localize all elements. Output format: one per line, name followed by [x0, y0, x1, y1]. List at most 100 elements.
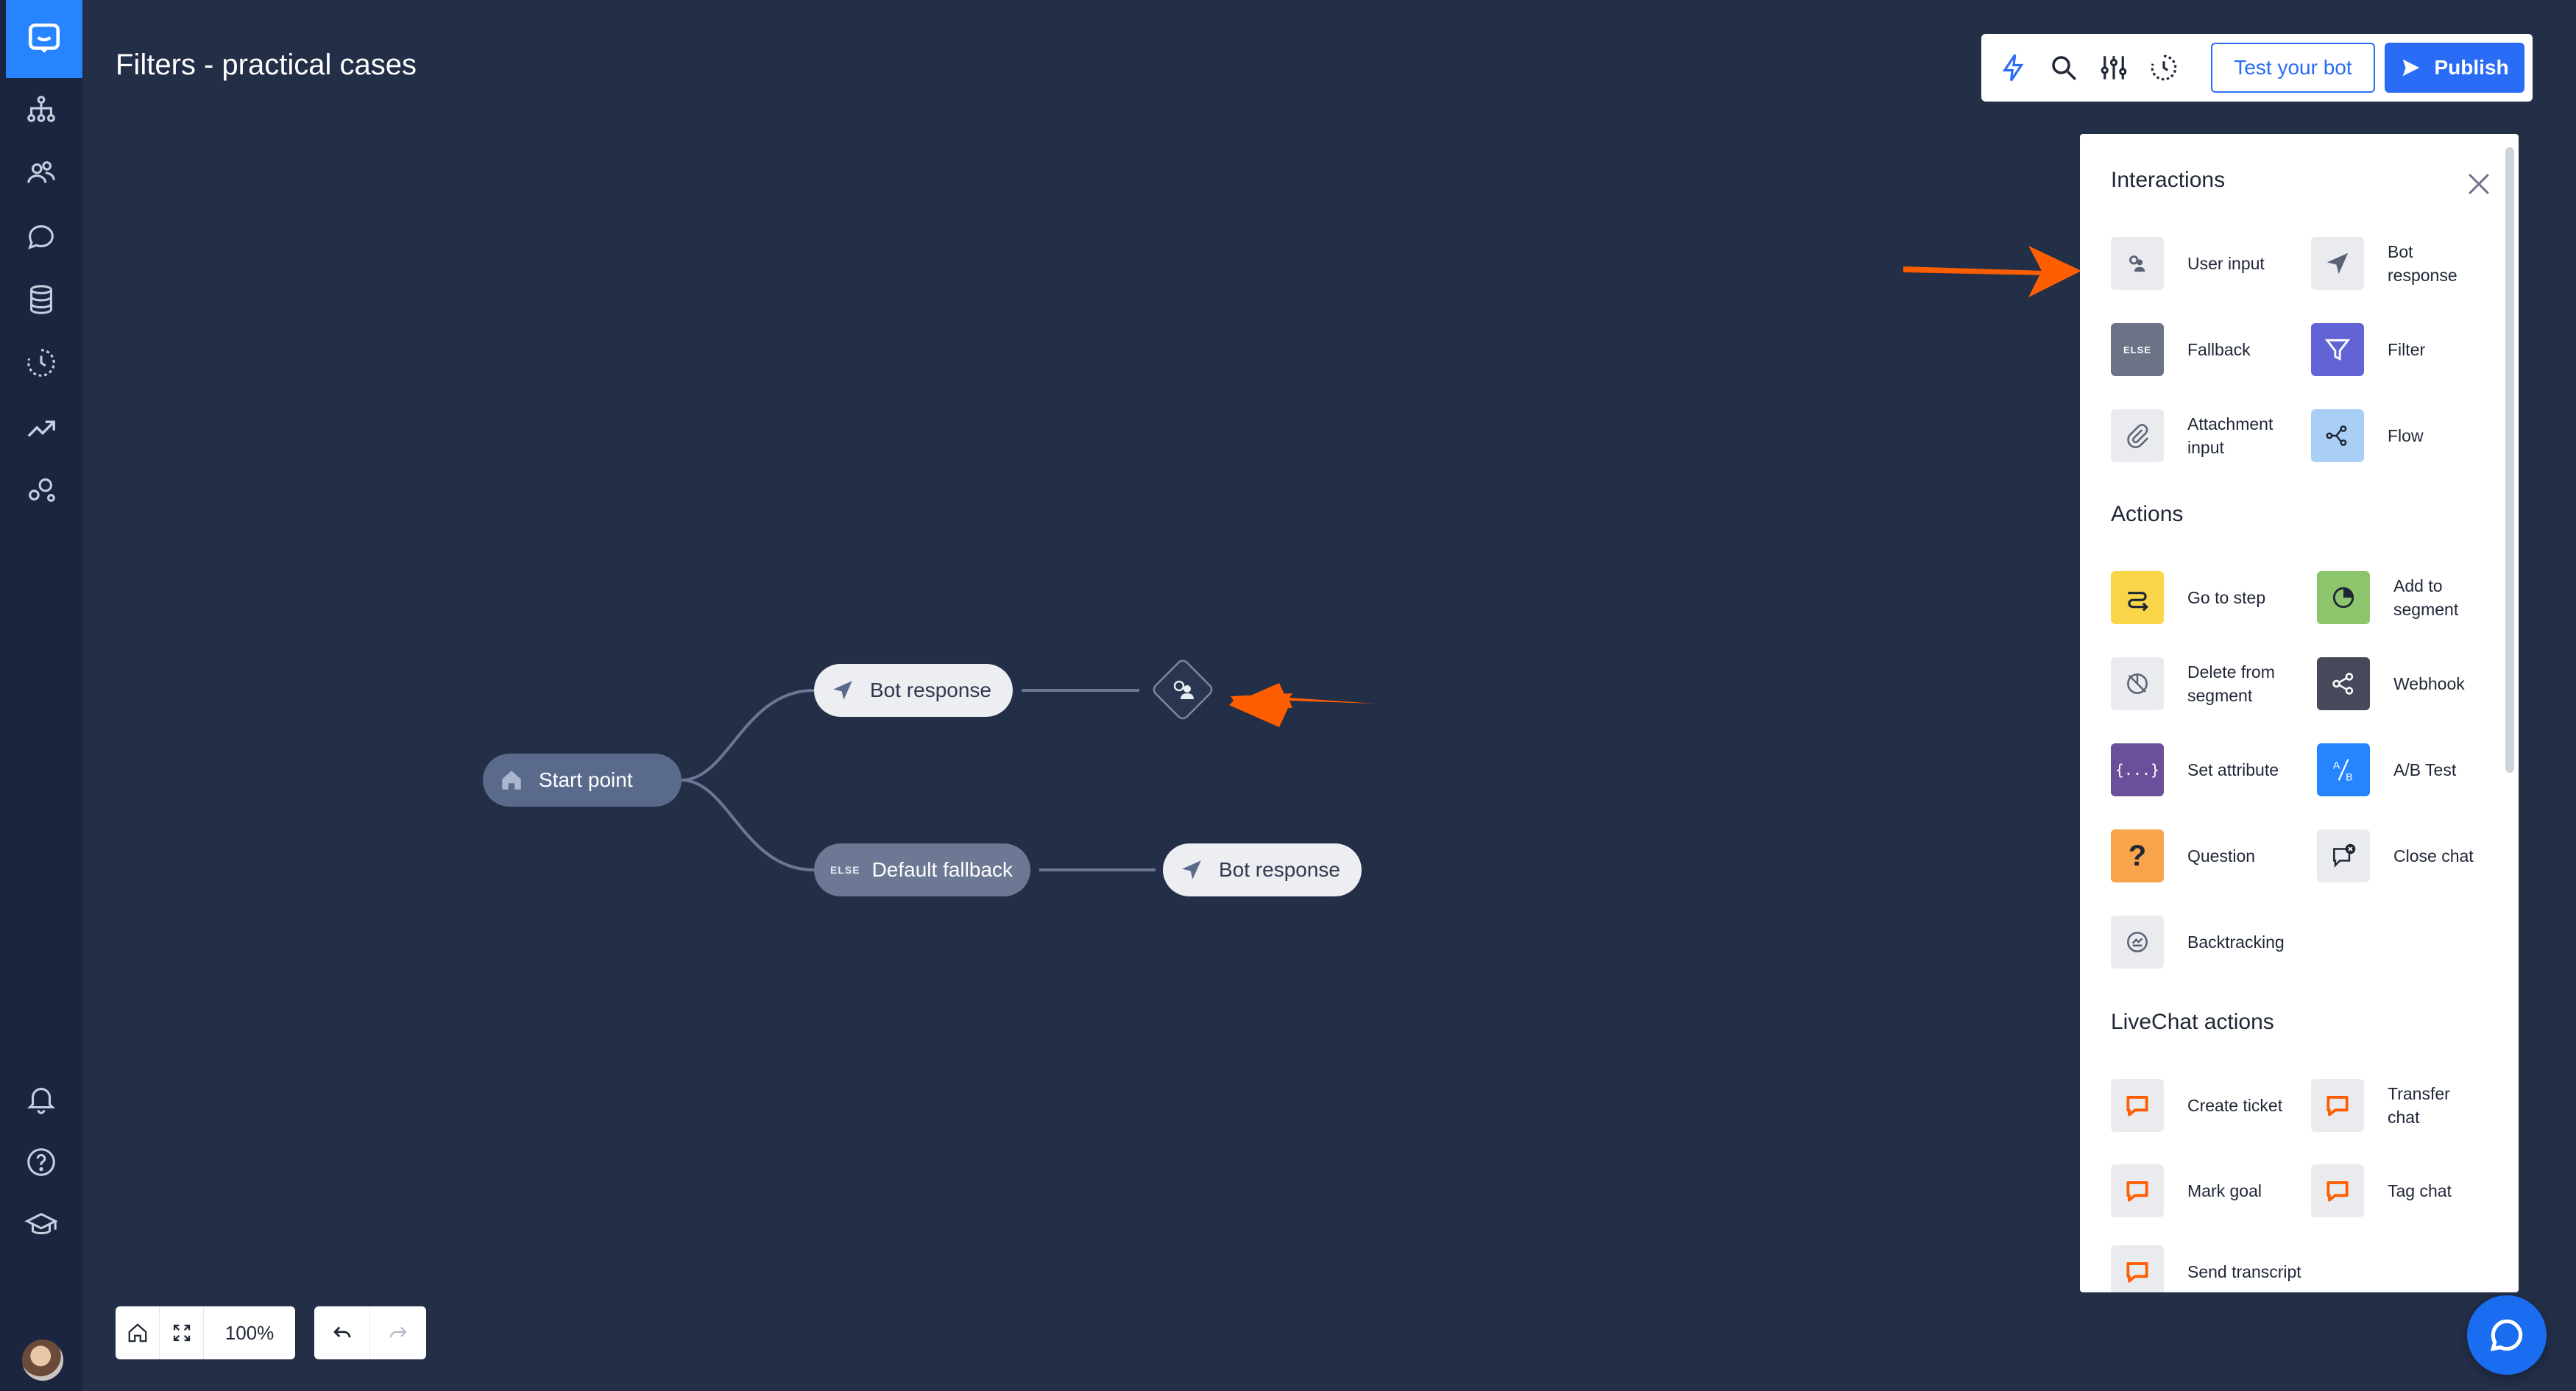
chat-bubble-icon[interactable] — [23, 218, 60, 255]
item-label: Tag chat — [2388, 1181, 2452, 1200]
item-label: Transfer chat — [2388, 1084, 2450, 1127]
item-label: Filter — [2388, 340, 2426, 359]
item-label: Add to segment — [2393, 576, 2459, 619]
analytics-icon[interactable] — [23, 408, 60, 445]
interaction-filter[interactable]: Filter — [2311, 323, 2505, 376]
bell-icon[interactable] — [23, 1080, 60, 1117]
sliders-icon[interactable] — [2096, 50, 2131, 85]
go-to-step-icon — [2111, 571, 2164, 624]
database-icon[interactable] — [23, 281, 60, 318]
top-toolbar: Test your bot Publish — [1981, 34, 2533, 102]
livechat-send-transcript[interactable]: Send transcript — [2111, 1245, 2305, 1292]
interaction-bot-response[interactable]: Bot response — [2311, 237, 2476, 290]
paperclip-icon — [2111, 409, 2164, 462]
annotation-arrow-canvas — [1229, 693, 1375, 708]
livechat-mark-goal[interactable]: Mark goal — [2111, 1164, 2305, 1217]
history-icon[interactable] — [23, 344, 60, 381]
action-backtracking[interactable]: Backtracking — [2111, 916, 2305, 969]
support-chat-button[interactable] — [2467, 1295, 2547, 1375]
item-label: Delete from segment — [2187, 662, 2275, 705]
flow-tree-icon[interactable] — [23, 91, 60, 128]
livechat-icon — [2311, 1079, 2364, 1132]
item-label: Flow — [2388, 426, 2424, 445]
paper-plane-icon — [2311, 237, 2364, 290]
actions-title: Actions — [2111, 502, 2184, 526]
search-icon[interactable] — [2046, 50, 2081, 85]
user-input-icon — [2111, 237, 2164, 290]
item-label: Close chat — [2393, 846, 2474, 866]
panel-scrollbar[interactable] — [2505, 147, 2514, 773]
action-delete-from-segment[interactable]: Delete from segment — [2111, 657, 2305, 710]
annotation-arrow-panel — [1903, 266, 2045, 275]
interaction-user-input[interactable]: User input — [2111, 237, 2305, 290]
academy-icon[interactable] — [23, 1207, 60, 1244]
avatar[interactable] — [22, 1339, 63, 1381]
integrations-icon[interactable] — [23, 471, 60, 508]
item-label: Question — [2187, 846, 2256, 866]
action-set-attribute[interactable]: {...} Set attribute — [2111, 743, 2305, 796]
item-label: Fallback — [2187, 340, 2251, 359]
send-icon — [2403, 59, 2420, 77]
webhook-icon — [2317, 657, 2370, 710]
action-question[interactable]: ? Question — [2111, 829, 2305, 882]
zoom-controls: 100% — [116, 1306, 295, 1359]
users-icon[interactable] — [23, 155, 60, 191]
bot-response-node[interactable]: Bot response — [1163, 843, 1362, 896]
svg-text:A: A — [2333, 760, 2340, 771]
test-bot-button[interactable]: Test your bot — [2211, 43, 2375, 93]
item-label: Mark goal — [2187, 1181, 2262, 1200]
publish-button[interactable]: Publish — [2385, 43, 2524, 93]
user-input-node[interactable] — [1150, 656, 1216, 723]
start-point-node[interactable]: Start point — [483, 754, 682, 807]
default-fallback-node[interactable]: ELSE Default fallback — [814, 843, 1030, 896]
lightning-icon[interactable] — [1996, 50, 2031, 85]
interactions-title: Interactions — [2111, 168, 2226, 192]
item-label: User input — [2187, 254, 2265, 273]
history-controls — [314, 1306, 426, 1359]
close-icon[interactable] — [2463, 168, 2495, 200]
else-tag: ELSE — [830, 864, 860, 876]
interaction-attachment-input[interactable]: Attachment input — [2111, 409, 2305, 462]
bot-response-node[interactable]: Bot response — [814, 664, 1013, 717]
history-icon[interactable] — [2146, 50, 2182, 85]
fit-to-screen-icon[interactable] — [160, 1306, 204, 1359]
interaction-flow[interactable]: Flow — [2311, 409, 2505, 462]
default-fallback-label: Default fallback — [871, 858, 1013, 881]
flow-icon — [2311, 409, 2364, 462]
livechat-tag-chat[interactable]: Tag chat — [2311, 1164, 2505, 1217]
action-add-to-segment[interactable]: Add to segment — [2317, 571, 2482, 624]
help-icon[interactable] — [23, 1144, 60, 1181]
sidebar — [0, 0, 82, 1391]
close-chat-icon — [2317, 829, 2370, 882]
item-label: A/B Test — [2393, 760, 2457, 779]
zoom-level[interactable]: 100% — [224, 1321, 275, 1344]
livechat-icon — [2111, 1079, 2164, 1132]
braces-icon: {...} — [2111, 743, 2164, 796]
action-close-chat[interactable]: Close chat — [2317, 829, 2511, 882]
action-webhook[interactable]: Webhook — [2317, 657, 2511, 710]
livechat-transfer-chat[interactable]: Transfer chat — [2311, 1079, 2476, 1132]
paper-plane-icon — [833, 681, 852, 700]
undo-icon[interactable] — [314, 1306, 370, 1359]
start-point-label: Start point — [539, 768, 633, 791]
item-label: Backtracking — [2187, 932, 2285, 952]
action-go-to-step[interactable]: Go to step — [2111, 571, 2305, 624]
redo-icon[interactable] — [370, 1306, 426, 1359]
livechat-create-ticket[interactable]: Create ticket — [2111, 1079, 2305, 1132]
else-icon: ELSE — [2111, 323, 2164, 376]
item-label: Set attribute — [2187, 760, 2279, 779]
livechat-actions-title: LiveChat actions — [2111, 1010, 2274, 1034]
chat-logo-icon[interactable] — [6, 0, 82, 78]
item-label: Attachment input — [2187, 414, 2274, 457]
home-icon[interactable] — [116, 1306, 160, 1359]
question-icon: ? — [2111, 829, 2164, 882]
item-label: Bot response — [2388, 242, 2458, 285]
backtracking-icon — [2111, 916, 2164, 969]
bot-response-label: Bot response — [1219, 858, 1340, 881]
livechat-icon — [2311, 1164, 2364, 1217]
interactions-panel: Interactions User input Bot response ELS… — [2080, 134, 2519, 1292]
page-title: Filters - practical cases — [116, 49, 417, 81]
interaction-fallback[interactable]: ELSE Fallback — [2111, 323, 2305, 376]
